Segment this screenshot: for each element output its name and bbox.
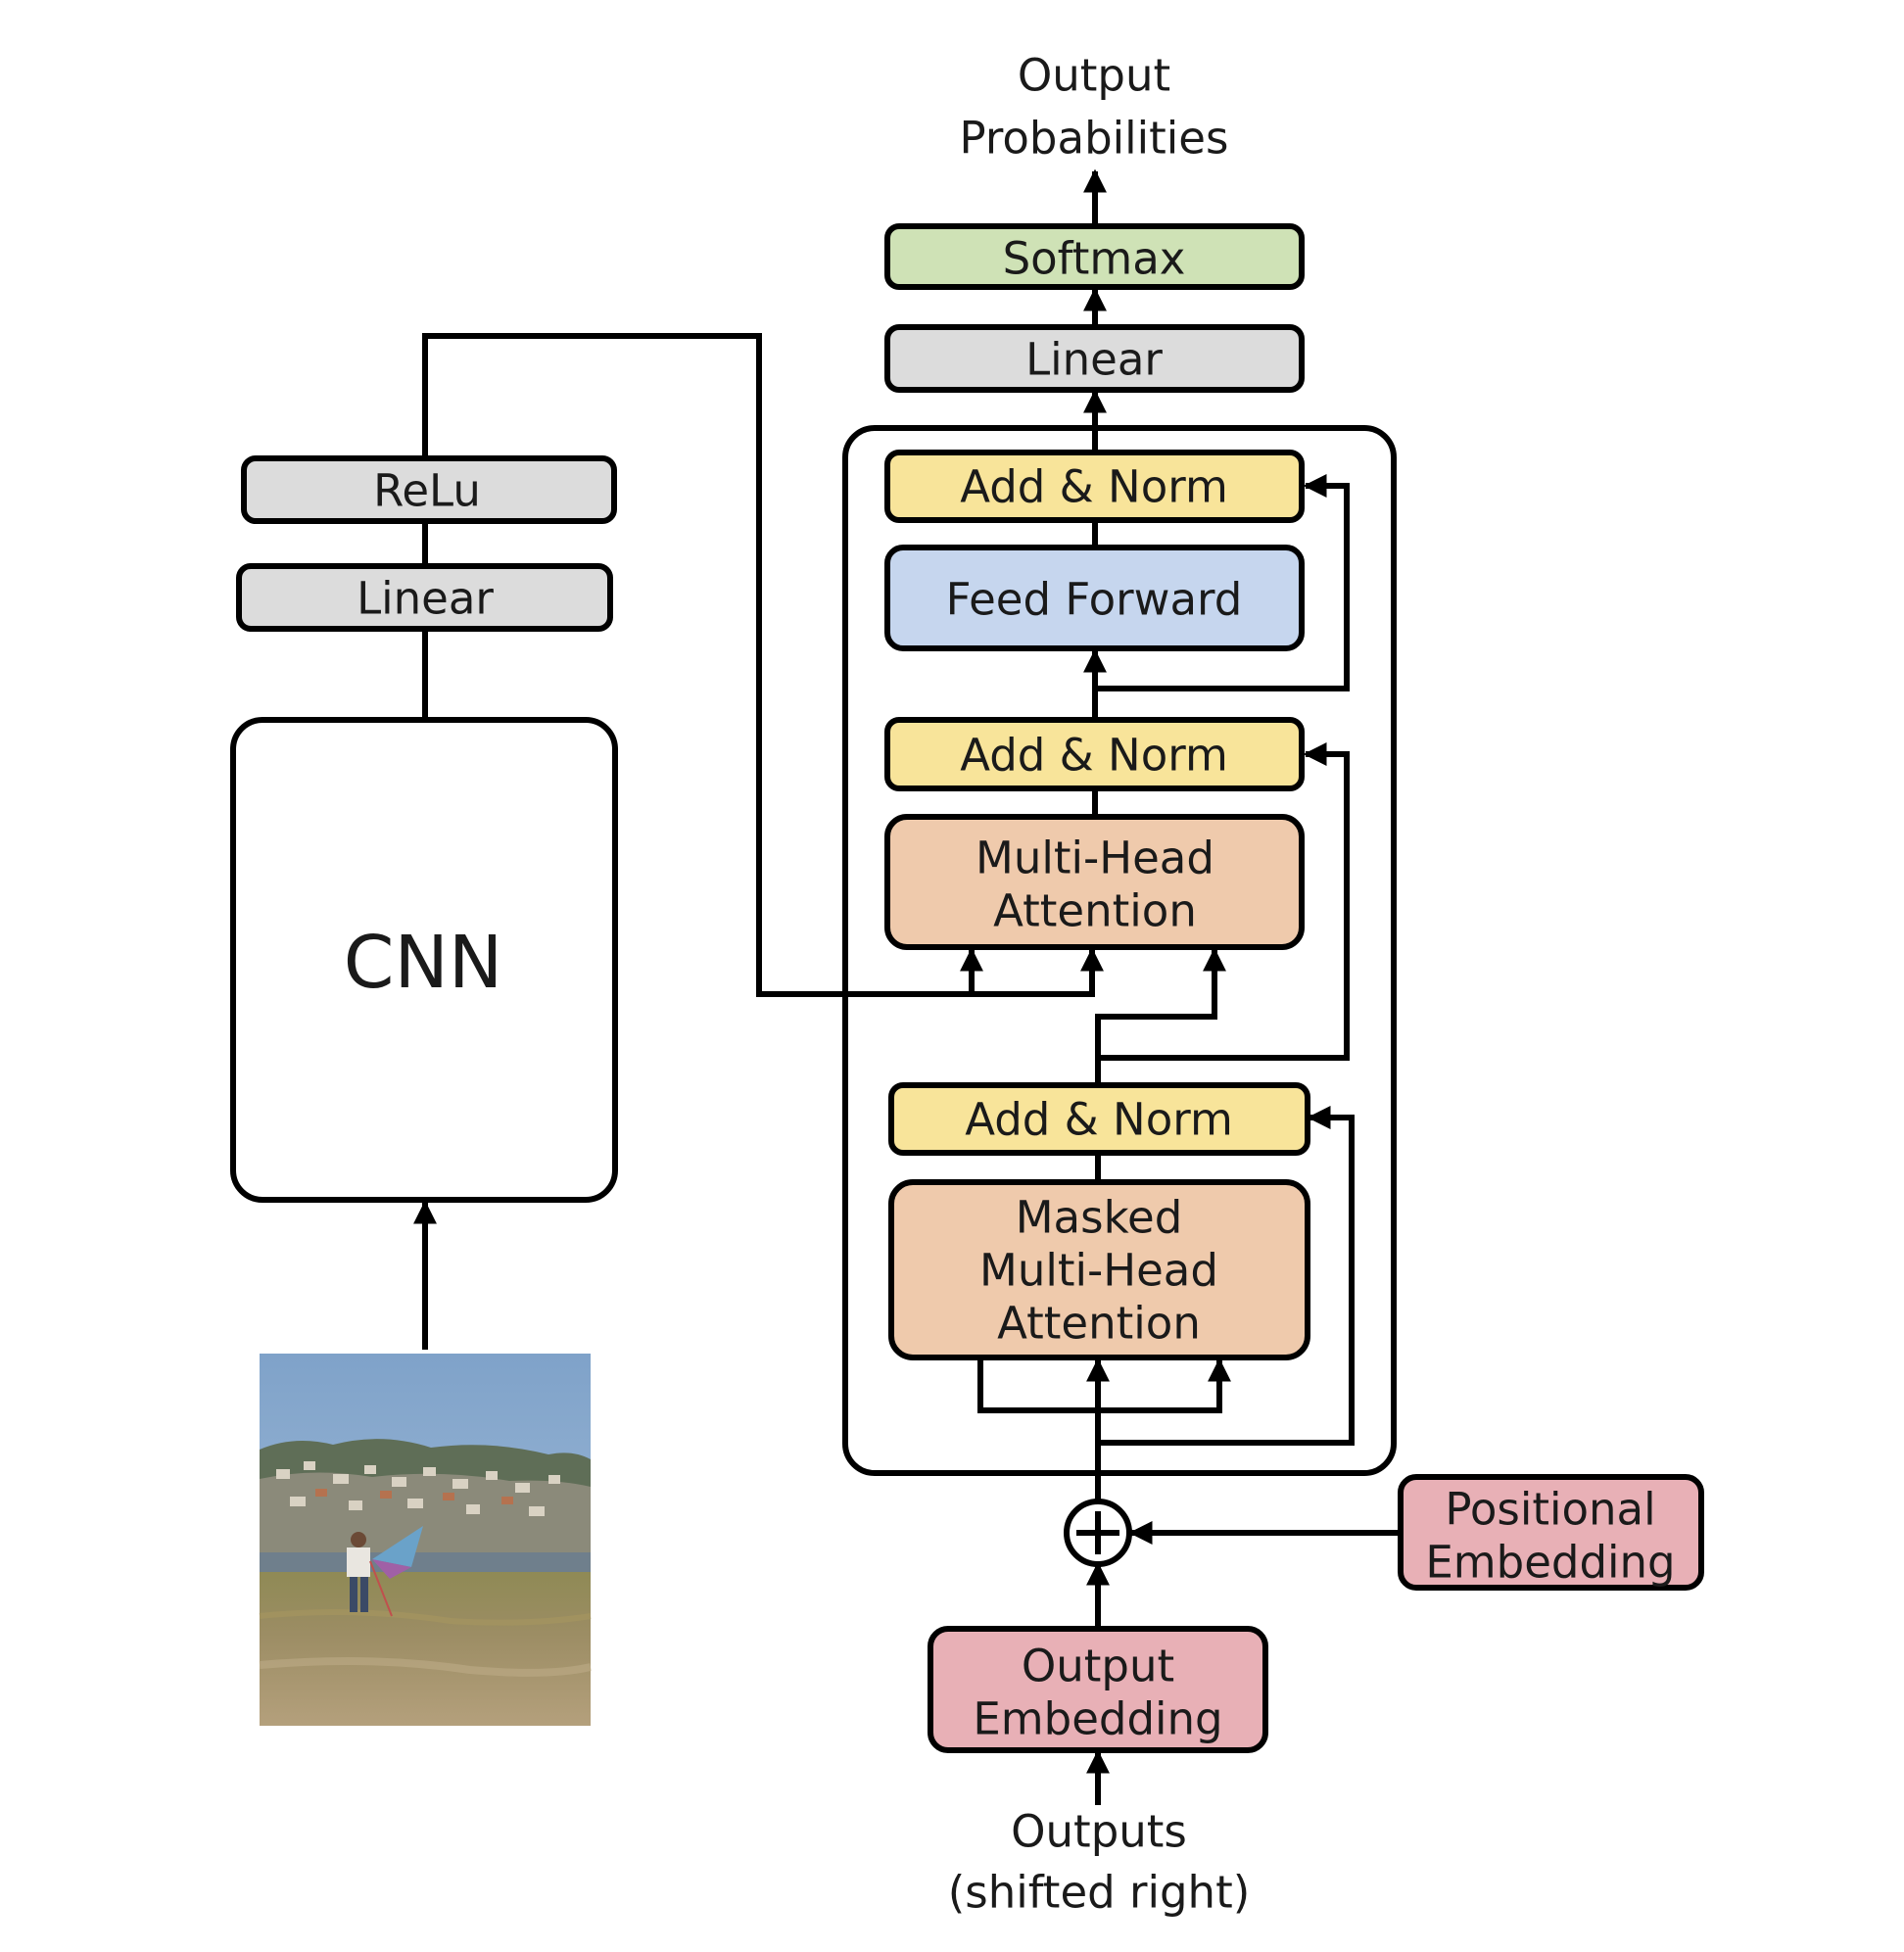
add-norm-mid-block: Add & Norm (884, 717, 1305, 791)
feed-forward-label: Feed Forward (946, 574, 1243, 626)
add-norm-mid-label: Add & Norm (960, 730, 1228, 782)
add-norm-top-label: Add & Norm (960, 461, 1228, 513)
add-norm-top-box (884, 450, 1305, 523)
line-encoder-to-attention (422, 333, 1104, 997)
connectors (413, 168, 1401, 1805)
add-norm-bottom-box (888, 1082, 1310, 1156)
masked-attention-line-3: Attention (997, 1298, 1201, 1350)
residual-masked-attention (1098, 1106, 1355, 1446)
input-photo (259, 1354, 592, 1726)
feed-forward-box (884, 545, 1305, 651)
softmax-label: Softmax (1003, 233, 1186, 285)
decoder-block-frame (842, 425, 1397, 1476)
output-embedding-line-1: Output (1022, 1641, 1174, 1692)
circled-plus-icon (1064, 1499, 1132, 1567)
output-probabilities-line-1: Output (1018, 50, 1170, 102)
cnn-block: CNN (230, 717, 618, 1203)
multi-head-attention-line-1: Multi-Head (976, 833, 1214, 884)
masked-attention-block: Masked Multi-Head Attention (888, 1179, 1310, 1360)
positional-embedding-box (1398, 1474, 1704, 1591)
decoder-linear-label: Linear (1025, 334, 1163, 386)
masked-attention-line-1: Masked (1016, 1192, 1183, 1244)
masked-attention-box (888, 1179, 1310, 1360)
positional-embedding-line-2: Embedding (1425, 1537, 1675, 1589)
output-embedding-line-2: Embedding (973, 1693, 1222, 1745)
add-norm-bottom-block: Add & Norm (888, 1082, 1310, 1156)
line-masked-attention-fanout (969, 1339, 1231, 1413)
add-norm-top-block: Add & Norm (884, 450, 1305, 523)
encoder-linear-box (236, 563, 613, 632)
multi-head-attention-block: Multi-Head Attention (884, 814, 1305, 950)
add-norm-mid-box (884, 717, 1305, 791)
softmax-block: Softmax (884, 223, 1305, 290)
output-embedding-block: Output Embedding (928, 1626, 1268, 1753)
masked-attention-line-2: Multi-Head (979, 1245, 1218, 1297)
output-embedding-box (928, 1626, 1268, 1753)
positional-embedding-line-1: Positional (1445, 1484, 1655, 1536)
softmax-box (884, 223, 1305, 290)
add-norm-bottom-label: Add & Norm (965, 1094, 1233, 1146)
relu-block: ReLu (241, 455, 617, 524)
decoder-linear-box (884, 324, 1305, 393)
cnn-label: CNN (344, 921, 502, 1005)
feed-forward-block: Feed Forward (884, 545, 1305, 651)
multi-head-attention-box (884, 814, 1305, 950)
positional-embedding-block: Positional Embedding (1398, 1474, 1704, 1591)
multi-head-attention-line-2: Attention (993, 885, 1197, 937)
output-probabilities-line-2: Probabilities (960, 113, 1229, 165)
outputs-line-1: Outputs (1011, 1806, 1187, 1858)
cnn-box (230, 717, 618, 1203)
outputs-line-2: (shifted right) (948, 1867, 1251, 1919)
residual-multihead-attention (1098, 742, 1350, 1061)
residual-feedforward (1095, 474, 1350, 691)
encoder-linear-block: Linear (236, 563, 613, 632)
line-addnorm-to-attention (1095, 947, 1226, 1085)
relu-box (241, 455, 617, 524)
encoder-linear-label: Linear (357, 573, 494, 625)
relu-label: ReLu (373, 465, 481, 517)
decoder-linear-block: Linear (884, 324, 1305, 393)
